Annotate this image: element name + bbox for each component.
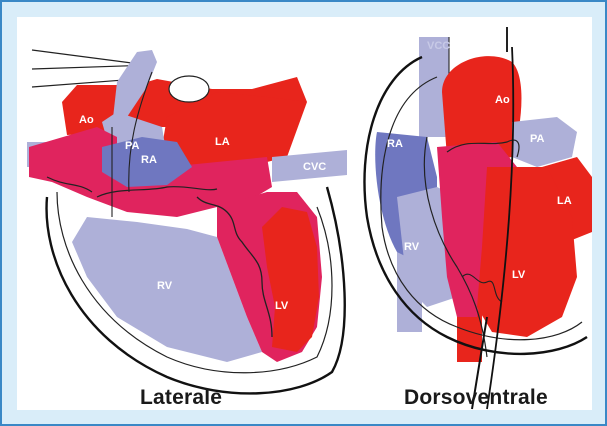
lateral-label-cvc: CVC [303,161,326,173]
lateral-label-ra: RA [141,154,157,166]
dv-pulmonary-artery [512,117,577,167]
lateral-label-lv: LV [275,300,289,312]
dv-label-rv: RV [404,241,420,253]
lateral-caption: Laterale [140,386,222,410]
lateral-label-rv: RV [157,280,173,292]
heart-diagrams: Ao PA LA RA CVC RV LV [17,17,592,410]
lateral-label-la: LA [215,136,230,148]
dv-label-ao: Ao [495,94,510,106]
dorsoventral-heart-diagram: VCC Ao RA PA LA RV LV [364,27,592,409]
lateral-label-ao: Ao [79,114,94,126]
dorsoventral-caption: Dorsoventrale [404,386,548,410]
lateral-heart-diagram: Ao PA LA RA CVC RV LV [27,50,347,393]
dv-label-vcc: VCC [427,40,450,52]
dv-label-ra: RA [387,138,403,150]
dv-label-pa: PA [530,133,545,145]
figure-panel: Ao PA LA RA CVC RV LV [17,17,592,410]
lateral-label-pa: PA [125,140,140,152]
dv-label-la: LA [557,195,572,207]
dv-label-lv: LV [512,269,526,281]
